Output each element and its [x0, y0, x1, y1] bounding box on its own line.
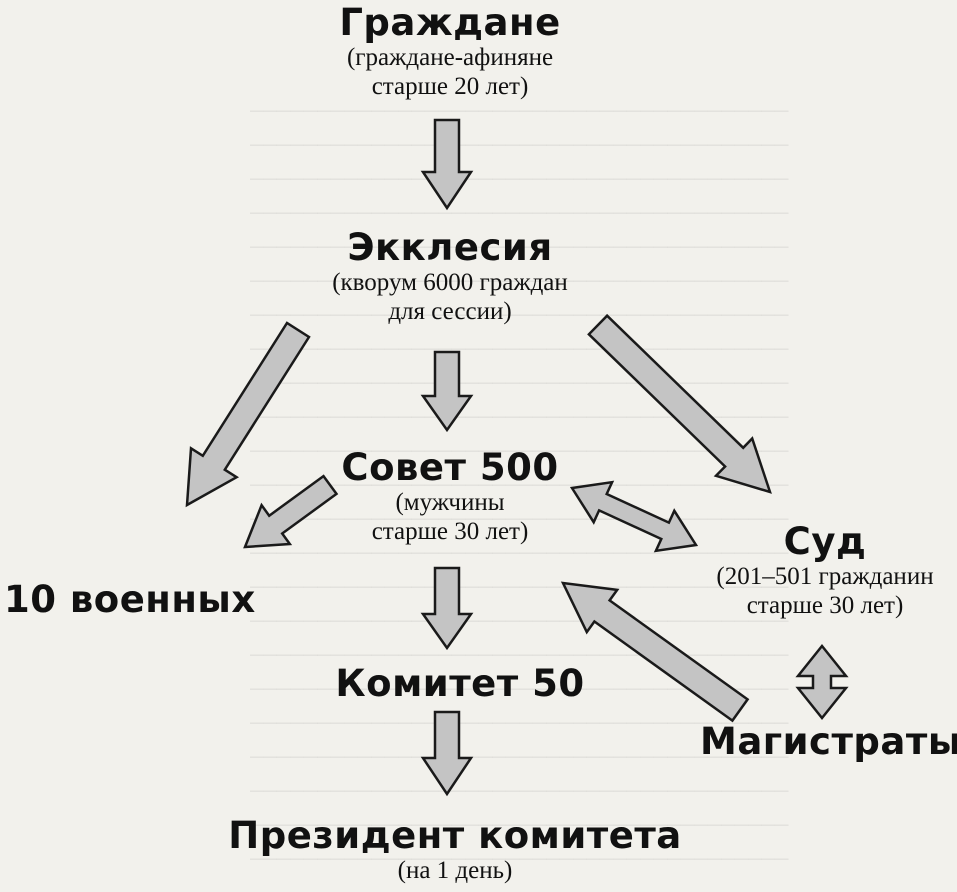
citizens-subtitle-line1: (граждане-афиняне: [346, 44, 554, 71]
node-council-500: Совет 500 (мужчины старше 30 лет): [300, 448, 600, 546]
president-title: Президент комитета: [228, 814, 682, 857]
node-committee-50: Комитет 50: [310, 664, 610, 704]
arrow-council-to-committee: [420, 566, 474, 651]
arrow-magistrates-to-council: [560, 581, 750, 723]
committee-title: Комитет 50: [335, 662, 585, 705]
court-subtitle-line2: старше 30 лет): [746, 592, 904, 619]
arrow-ekklesia-to-council: [420, 350, 474, 433]
arrow-committee-to-president: [420, 710, 474, 797]
council-subtitle-line1: (мужчины: [395, 489, 505, 516]
arrow-ekklesia-to-military: [185, 321, 311, 508]
node-committee-president: Президент комитета (на 1 день): [220, 816, 690, 885]
arrow-citizens-to-ekklesia: [420, 118, 474, 211]
military-title: 10 военных: [4, 578, 256, 621]
council-subtitle-line2: старше 30 лет): [371, 518, 529, 545]
court-title: Суд: [783, 520, 867, 563]
node-military: 10 военных: [4, 578, 256, 621]
court-subtitle-line1: (201–501 гражданин: [716, 563, 934, 590]
president-subtitle: (на 1 день): [397, 857, 513, 884]
council-title: Совет 500: [341, 446, 559, 489]
citizens-title: Граждане: [339, 1, 561, 44]
node-court: Суд (201–501 гражданин старше 30 лет): [700, 522, 950, 620]
node-citizens: Граждане (граждане-афиняне старше 20 лет…: [250, 3, 650, 101]
ekklesia-title: Экклесия: [347, 226, 553, 269]
magistrates-title: Магистраты: [700, 720, 957, 763]
arrow-court-magistrates-bidirectional: [795, 643, 849, 721]
ekklesia-subtitle-line2: для сессии): [388, 298, 512, 325]
arrow-ekklesia-to-court: [587, 313, 772, 494]
node-magistrates: Магистраты: [700, 720, 957, 763]
ekklesia-subtitle-line1: (кворум 6000 граждан: [332, 269, 568, 296]
arrow-council-court-bidirectional: [569, 480, 699, 553]
citizens-subtitle-line2: старше 20 лет): [371, 73, 529, 100]
arrow-council-to-military: [243, 474, 339, 549]
node-ekklesia: Экклесия (кворум 6000 граждан для сессии…: [250, 228, 650, 326]
